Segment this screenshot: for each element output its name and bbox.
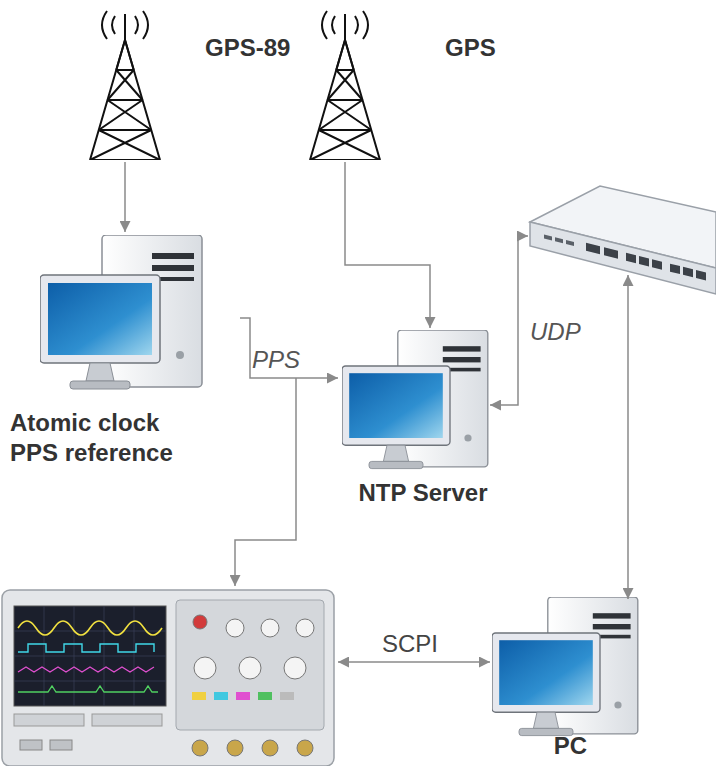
- signal-connector: [124, 162, 126, 232]
- device-label: NTP Server: [338, 478, 508, 508]
- scpi-wire: [338, 661, 490, 663]
- udp-wire: [490, 236, 528, 405]
- network-switch: [530, 186, 716, 294]
- computer-icon: [492, 597, 638, 736]
- signal-connector: [240, 318, 338, 378]
- oscilloscope: [2, 590, 334, 766]
- pps-branch-wire: [235, 378, 296, 586]
- protocol-name: UDP: [530, 318, 581, 346]
- device-label: Atomic clock PPS reference: [10, 408, 195, 468]
- network-wire: [627, 275, 629, 599]
- signal-connector: [345, 162, 430, 328]
- computer-icon: [342, 330, 488, 469]
- device-label: PC: [488, 731, 653, 761]
- radio-tower: [310, 11, 380, 160]
- device-label: GPS-89: [205, 33, 310, 63]
- protocol-name: SCPI: [382, 630, 438, 658]
- device-node: GPS: [295, 5, 530, 162]
- signal-name: PPS: [252, 346, 300, 374]
- device-node: PC: [488, 595, 655, 763]
- computer-icon: [40, 235, 202, 389]
- device-node: GPS-89: [75, 5, 315, 162]
- radio-tower: [90, 11, 160, 160]
- signal-wire: [235, 236, 628, 662]
- device-node: Atomic clock PPS reference: [5, 232, 240, 472]
- device-node: NTP Server: [338, 328, 510, 523]
- device-label: GPS: [445, 33, 525, 63]
